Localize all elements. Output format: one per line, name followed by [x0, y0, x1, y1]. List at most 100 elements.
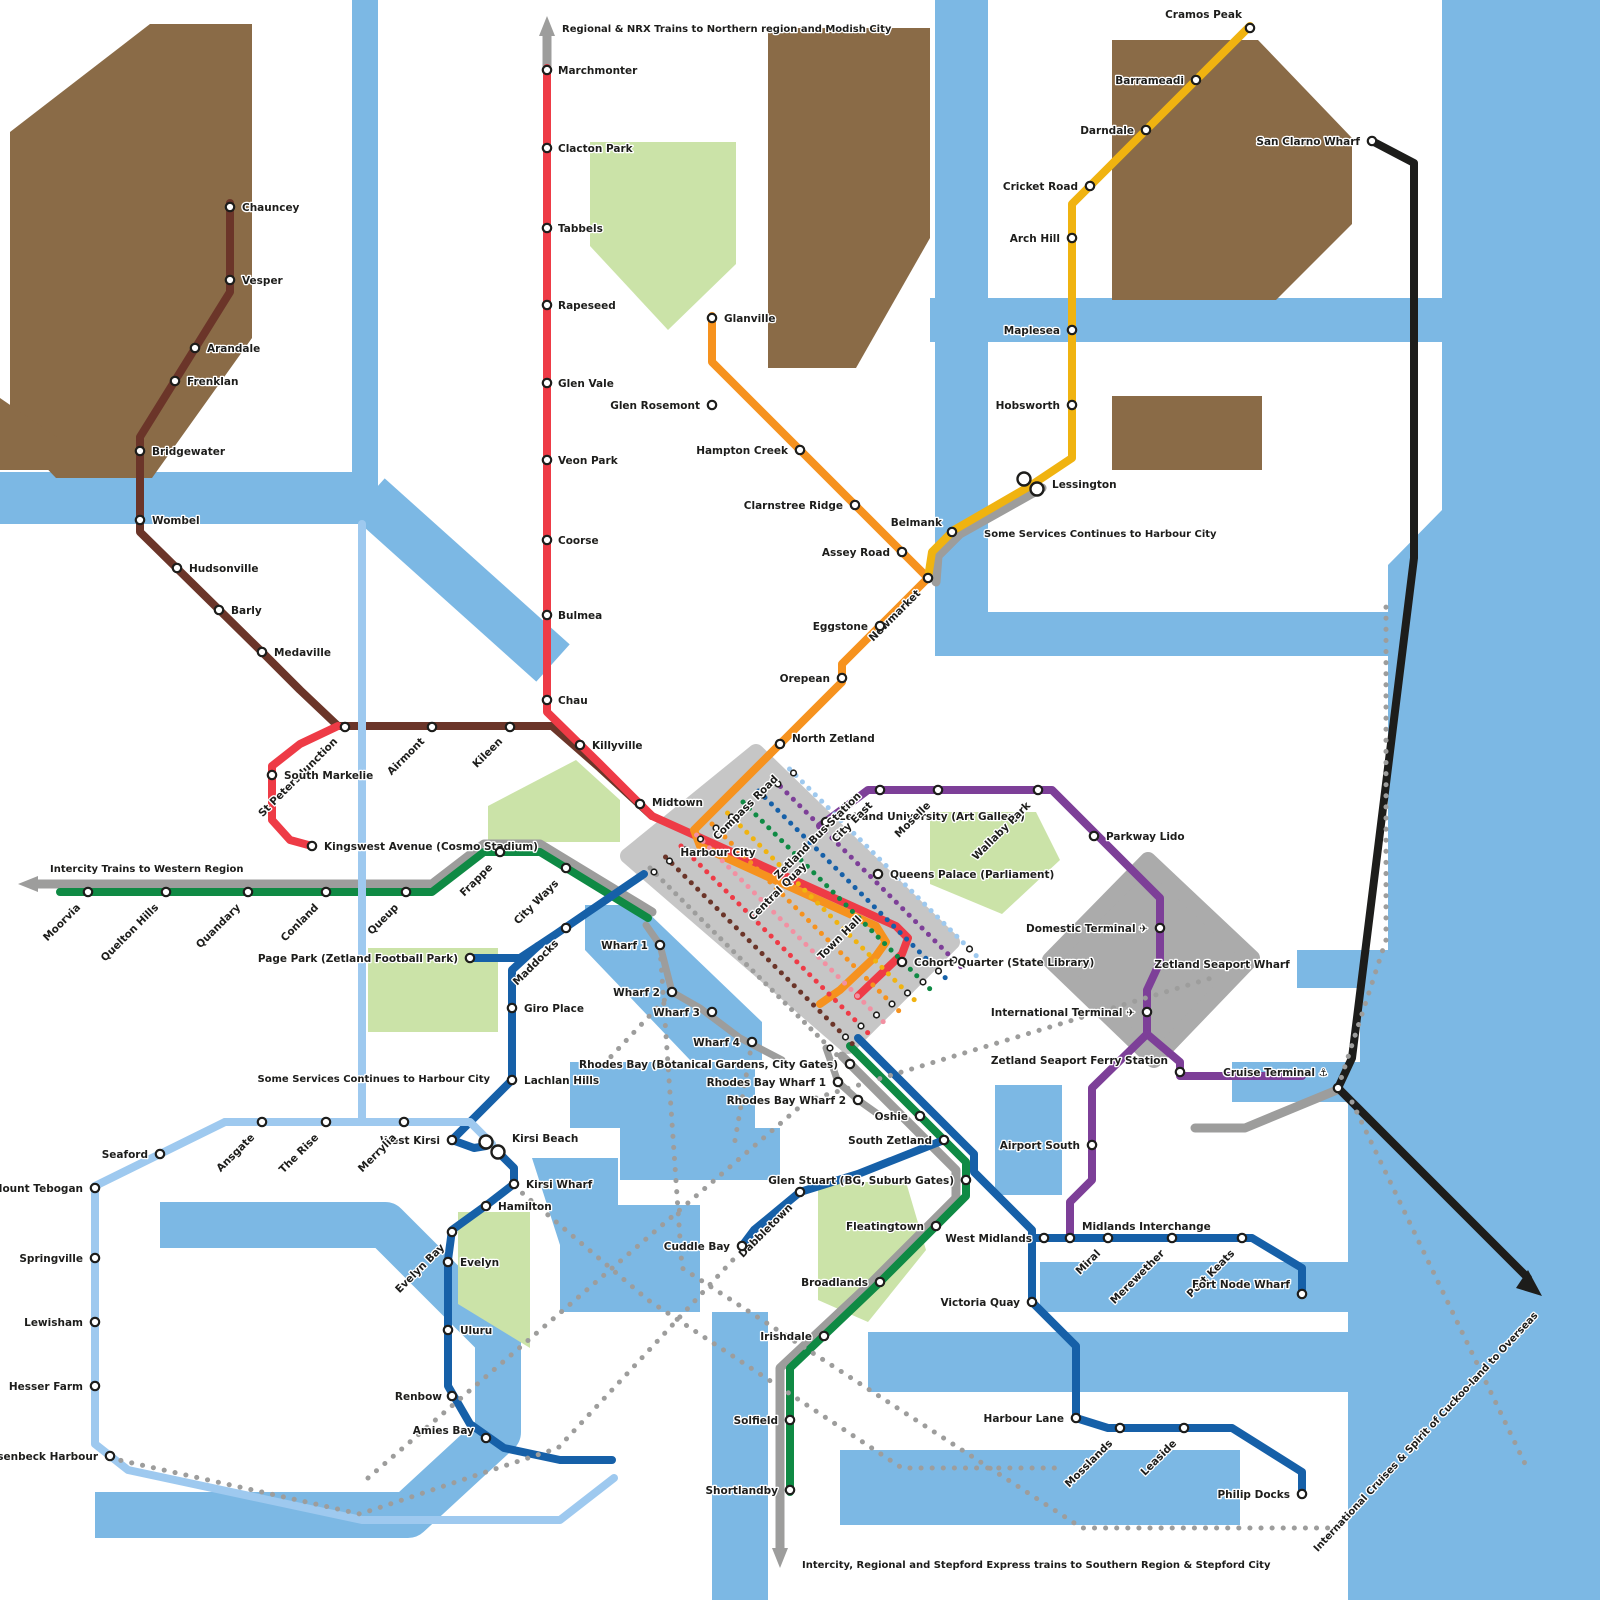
water-body [712, 1312, 768, 1600]
station-dot-frenklan [169, 375, 181, 387]
centre-bundle-stop [903, 989, 912, 997]
station-dot-st-peters-junction [339, 721, 351, 733]
station-label-west-kirsi: West Kirsi [380, 1135, 440, 1147]
station-dot-newmarket [922, 572, 934, 584]
centre-bundle-stop [650, 868, 658, 876]
station-label-airmont: Airmont [385, 736, 427, 778]
station-dot-hobsworth [1066, 399, 1078, 411]
centre-bundle-stop [681, 846, 689, 854]
station-label-seaford: Seaford [102, 1149, 148, 1161]
station-label-vesper: Vesper [242, 275, 284, 287]
centre-bundle-line [740, 799, 934, 993]
line-blue-west-2 [448, 942, 542, 1152]
station-dot-parkway-lido [1088, 830, 1100, 842]
station-label-amies-bay: Amies Bay [413, 1425, 474, 1437]
centre-bundle-stop [934, 967, 943, 975]
note-regional-nrx-trains-to-northern-region-a: Regional & NRX Trains to Northern region… [562, 24, 892, 35]
station-label-assey-road: Assey Road [822, 547, 890, 559]
station-label-barly: Barly [231, 605, 262, 617]
station-dot-vesper [224, 274, 236, 286]
station-label-lewisham: Lewisham [24, 1317, 83, 1329]
station-label-cramos-peak: Cramos Peak [1165, 9, 1243, 21]
centre-bundle-line [725, 810, 918, 1004]
station-label-hudsonville: Hudsonville [189, 563, 258, 575]
station-label-cruise-terminal: Cruise Terminal ⚓ [1223, 1067, 1328, 1079]
station-label-coorse: Coorse [558, 535, 599, 547]
station-label-veon-park: Veon Park [558, 455, 619, 467]
station-dot-springville [89, 1252, 101, 1264]
centre-bundle-line [787, 766, 980, 960]
station-dot-midlands-interchange [1064, 1232, 1076, 1244]
centre-bundle-stop [965, 945, 974, 953]
station-label-lessington: Lessington [1052, 479, 1117, 491]
centre-bundle-stop [727, 813, 736, 821]
station-dot-amies-bay [480, 1432, 492, 1444]
water-channel [351, 478, 570, 682]
line-purple [816, 786, 1164, 1242]
station-dot-eggstone [874, 620, 886, 632]
station-dot-maplesea [1066, 324, 1078, 336]
terrain-area [1112, 396, 1262, 470]
station-label-philip-docks: Philip Docks [1217, 1489, 1290, 1501]
station-dot-cohort-quarter-state-library [896, 956, 908, 968]
station-label-rhodes-bay-wharf-2: Rhodes Bay Wharf 2 [727, 1095, 846, 1107]
station-label-wharf-1: Wharf 1 [601, 940, 648, 952]
centre-bundle-stop [758, 791, 767, 799]
arrow-west [18, 876, 38, 892]
water-body [0, 472, 378, 524]
station-label-queup: Queup [365, 901, 401, 937]
station-dot-south-markelie [266, 769, 278, 781]
station-dot-harbour-lane [1070, 1412, 1082, 1424]
station-dot-domestic-terminal [1154, 922, 1166, 934]
station-dot-glen-stuart-bg-suburb-gates [960, 1174, 972, 1186]
station-label-bulmea: Bulmea [558, 610, 602, 622]
station-dot-evelyn-bay [446, 1226, 458, 1238]
terrain-area [10, 24, 252, 478]
station-dot-bulmea [541, 609, 553, 621]
kirsi-beach-junction [478, 1134, 494, 1150]
water-channel [95, 1202, 521, 1538]
station-dot-wharf-4 [746, 1036, 758, 1048]
station-dot-leaside [1178, 1422, 1190, 1434]
centre-bundle-stop [696, 835, 705, 843]
station-dot-marchmonter [541, 64, 553, 76]
station-label-page-park-zetland-football-park: Page Park (Zetland Football Park) [258, 953, 458, 965]
station-label-renbow: Renbow [395, 1391, 442, 1403]
station-label-domestic-terminal: Domestic Terminal ✈ [1026, 923, 1148, 935]
station-label-barrameadi: Barrameadi [1115, 75, 1184, 87]
station-label-the-rise: The Rise [277, 1132, 321, 1176]
station-dot-the-rise [320, 1116, 332, 1128]
station-dot-conland [320, 886, 332, 898]
station-label-zetland-university-art-gallery: Zetland University (Art Gallery) [838, 811, 1025, 823]
zone-airport [1042, 852, 1260, 1068]
station-dot-wharf-2 [666, 986, 678, 998]
note-intercity-regional-and-stepford-express-: Intercity, Regional and Stepford Express… [802, 1560, 1271, 1571]
centre-bundle-stop [857, 1022, 865, 1030]
station-dot-cricket-road [1084, 180, 1096, 192]
station-dot-solfield [784, 1414, 796, 1426]
station-dot-mount-tebogan [89, 1182, 101, 1194]
ferry-2 [511, 1183, 1059, 1471]
park-area [930, 812, 1060, 914]
centre-bundle-stop [950, 956, 958, 964]
station-dot-broadlands [874, 1276, 886, 1288]
centre-bundle-stop [841, 1033, 850, 1041]
line-red [543, 64, 656, 820]
station-dot-san-clarno-wharf [1366, 135, 1378, 147]
station-dot-rhodes-bay-wharf-2 [852, 1094, 864, 1106]
station-dot-port-keats [1236, 1232, 1248, 1244]
station-dot-cramos-peak [1244, 22, 1256, 34]
station-dot-queup [400, 886, 412, 898]
station-label-eggstone: Eggstone [813, 621, 868, 633]
station-dot-coorse [541, 534, 553, 546]
station-label-mount-tebogan: Mount Tebogan [0, 1183, 83, 1195]
lessington-junction [1029, 481, 1045, 497]
line-grey-rhodes [822, 1044, 886, 1121]
centre-bundle-line [756, 788, 949, 982]
station-dot-arandale [189, 342, 201, 354]
water-body [1040, 1262, 1235, 1312]
station-dot-cuddle-bay [736, 1240, 748, 1252]
station-dot-orepean [836, 672, 848, 684]
